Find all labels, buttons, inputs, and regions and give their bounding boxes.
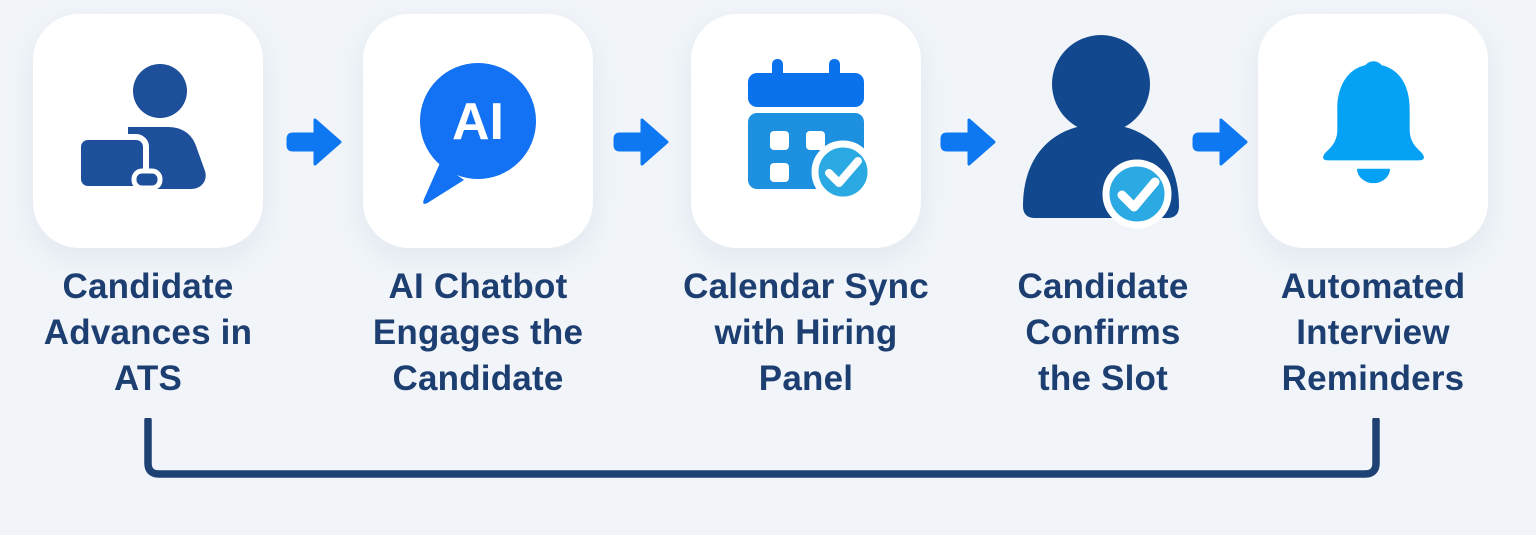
step-label: AI Chatbot Engages the Candidate — [372, 267, 584, 398]
step-ai-chatbot: AI AI Chatbot Engages the Candidate — [318, 0, 638, 480]
step-candidate-confirms: Candidate Confirms the Slot — [943, 0, 1263, 480]
arrow-right-icon — [286, 118, 342, 166]
step-card — [33, 14, 263, 248]
step-label: Automated Interview Reminders — [1280, 267, 1466, 398]
step-candidate-advances: Candidate Advances in ATS — [0, 0, 308, 480]
calendar-check-icon — [748, 59, 875, 204]
step-label: Candidate Confirms the Slot — [1017, 267, 1189, 398]
step-label: Candidate Advances in ATS — [43, 267, 253, 398]
bell-icon — [1322, 60, 1424, 183]
arrow-right-icon — [1192, 118, 1248, 166]
step-automated-reminders: Automated Interview Reminders — [1213, 0, 1533, 480]
step-card — [691, 14, 921, 248]
step-card — [1258, 14, 1488, 248]
step-card: AI — [363, 14, 593, 248]
person-check-icon — [1023, 35, 1179, 229]
step-label: Calendar Sync with Hiring Panel — [683, 267, 929, 398]
feedback-loop-line — [144, 418, 1380, 478]
step-calendar-sync: Calendar Sync with Hiring Panel — [646, 0, 966, 480]
arrow-right-icon — [940, 118, 996, 166]
arrow-right-icon — [613, 118, 669, 166]
ai-bubble-text: AI — [452, 93, 504, 151]
ai-chat-bubble-icon: AI — [420, 63, 536, 204]
person-laptop-icon — [75, 64, 206, 192]
